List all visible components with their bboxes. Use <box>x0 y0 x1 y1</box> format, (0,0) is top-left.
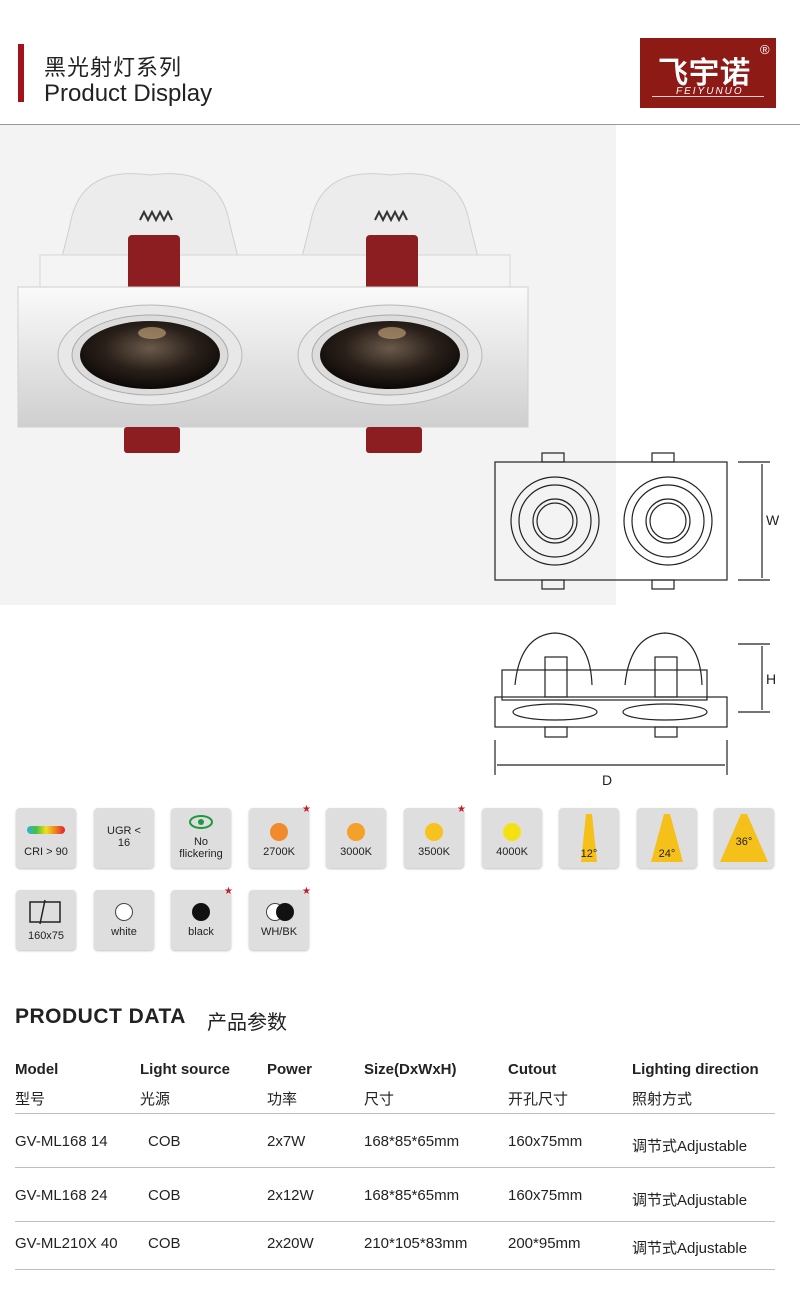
cell-power: 2x7W <box>267 1133 306 1150</box>
cell-power: 2x20W <box>267 1235 314 1252</box>
color-temp-3500k-icon: ★ 3500K <box>404 804 466 868</box>
cell-lighting-direction: 调节式Adjustable <box>632 1240 748 1257</box>
cell-size: 168*85*65mm <box>364 1133 460 1150</box>
logo-swoosh <box>652 96 764 97</box>
column-header-cutout-cn: 开孔尺寸 <box>508 1091 569 1108</box>
12deg-label: 12° <box>580 848 598 860</box>
column-header-cutout: Cutout <box>508 1061 557 1078</box>
logo-registered-mark: ® <box>760 42 770 57</box>
2700k-label: 2700K <box>263 846 295 858</box>
column-header-power-cn: 功率 <box>267 1091 298 1108</box>
column-header-model: Model <box>15 1061 59 1078</box>
column-header-size: Size(DxWxH) <box>364 1061 457 1078</box>
dimension-label-w: W <box>766 512 780 528</box>
4000k-label: 4000K <box>496 846 528 858</box>
black-label: black <box>188 926 214 938</box>
option-star-icon: ★ <box>224 886 233 897</box>
cell-lighting-direction: 调节式Adjustable <box>632 1192 748 1209</box>
dimension-label-d: D <box>602 772 613 788</box>
cell-light-source: COB <box>148 1133 181 1150</box>
black-dot <box>276 903 294 921</box>
black-dot <box>192 903 210 921</box>
color-dot <box>503 823 521 841</box>
option-star-icon: ★ <box>302 886 311 897</box>
beam-cone-icon <box>720 814 768 862</box>
ugr-icon: UGR < 16 <box>94 808 154 868</box>
column-header-light-source: Light source <box>140 1061 231 1078</box>
page-header: 黑光射灯系列 Product Display 飞宇诺 ® FEIYUNUO <box>0 0 800 125</box>
cell-power: 2x12W <box>267 1187 314 1204</box>
cell-model: GV-ML168 24 <box>15 1187 108 1204</box>
cell-size: 210*105*83mm <box>364 1235 468 1252</box>
table-divider <box>15 1113 775 1114</box>
cell-cutout: 160x75mm <box>508 1133 583 1150</box>
cutout-size-icon: 160x75 <box>16 890 76 950</box>
cell-lighting-direction: 调节式Adjustable <box>632 1138 748 1155</box>
table-divider <box>15 1167 775 1168</box>
series-title-cn: 黑光射灯系列 <box>44 55 183 80</box>
series-title-en: Product Display <box>44 80 213 107</box>
feature-icons: CRI > 90 UGR < 16 No flickering ★ 2700K … <box>0 804 800 965</box>
product-photo <box>17 173 529 453</box>
cell-cutout: 160x75mm <box>508 1187 583 1204</box>
column-header-lighting-direction-cn: 照射方式 <box>632 1091 693 1108</box>
ugr-label: UGR < 16 <box>107 825 141 849</box>
color-dot <box>270 823 288 841</box>
logo-text-en: FEIYUNUO <box>676 86 744 97</box>
cell-cutout: 200*95mm <box>508 1235 581 1252</box>
column-header-model-cn: 型号 <box>15 1091 46 1108</box>
brand-logo: 飞宇诺 ® FEIYUNUO <box>640 38 776 108</box>
product-data-title-cn: 产品参数 <box>207 1012 287 1034</box>
column-header-lighting-direction: Lighting direction <box>632 1061 759 1078</box>
white-label: white <box>111 926 137 938</box>
beam-angle-24-icon: 24° <box>637 808 697 868</box>
option-star-icon: ★ <box>457 804 466 815</box>
option-star-icon: ★ <box>302 804 311 815</box>
no-flicker-icon: No flickering <box>171 808 231 868</box>
white-dot <box>115 903 133 921</box>
cri-label: CRI > 90 <box>24 846 68 858</box>
cell-model: GV-ML210X 40 <box>15 1235 118 1252</box>
cell-size: 168*85*65mm <box>364 1187 460 1204</box>
color-temp-4000k-icon: 4000K <box>482 808 542 868</box>
color-temp-3000k-icon: 3000K <box>326 808 386 868</box>
beam-cone-icon <box>651 814 683 862</box>
wh-bk-label: WH/BK <box>260 926 298 938</box>
table-divider <box>15 1269 775 1270</box>
24deg-label: 24° <box>658 848 676 860</box>
header-divider <box>0 124 800 125</box>
beam-angle-36-icon: 36° <box>714 808 774 868</box>
eye-icon <box>189 815 213 829</box>
cell-light-source: COB <box>148 1187 181 1204</box>
3500k-label: 3500K <box>418 846 450 858</box>
finish-white-icon: white <box>94 890 154 950</box>
technical-drawings <box>494 452 770 775</box>
color-dot <box>347 823 365 841</box>
column-header-size-cn: 尺寸 <box>364 1091 395 1108</box>
3000k-label: 3000K <box>340 846 372 858</box>
dimension-label-h: H <box>766 671 777 687</box>
logo-text-cn: 飞宇诺 <box>658 57 751 90</box>
finish-black-icon: ★ black <box>171 886 233 950</box>
finish-white-black-icon: ★ WH/BK <box>249 886 311 950</box>
beam-angle-12-icon: 12° <box>559 808 619 868</box>
cell-light-source: COB <box>148 1235 181 1252</box>
cutout-label: 160x75 <box>27 930 65 942</box>
column-header-power: Power <box>267 1061 313 1078</box>
table-divider <box>15 1221 775 1222</box>
no-flicker-label: No flickering <box>179 836 223 860</box>
36deg-label: 36° <box>735 836 753 848</box>
cutout-icon <box>29 899 61 925</box>
cell-model: GV-ML168 14 <box>15 1133 108 1150</box>
beam-cone-icon <box>581 814 597 862</box>
color-temp-2700k-icon: ★ 2700K <box>249 804 311 868</box>
color-dot <box>425 823 443 841</box>
cri-icon: CRI > 90 <box>16 808 76 868</box>
header-accent-bar <box>18 44 24 102</box>
product-data-title: PRODUCT DATA <box>15 1005 186 1028</box>
column-header-light-source-cn: 光源 <box>140 1091 171 1108</box>
